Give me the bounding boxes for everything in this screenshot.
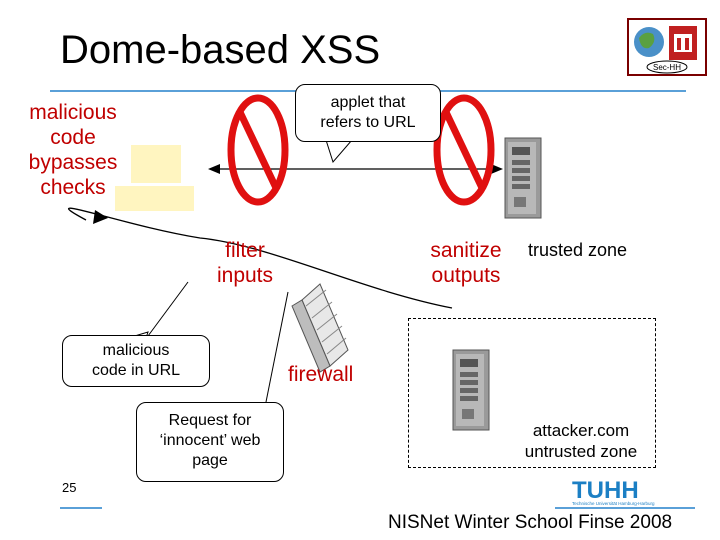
attacker-server-icon — [452, 349, 490, 431]
arrow-head-right — [491, 164, 503, 174]
filter-prohibition-icon — [227, 94, 289, 206]
tuhh-logo: TUHH Technische Universität Hamburg-Harb… — [572, 477, 655, 506]
svg-text:TUHH: TUHH — [572, 477, 639, 504]
applet-callout-tail — [325, 139, 354, 164]
slide-title: Dome-based XSS — [60, 28, 381, 72]
filter-pointer — [147, 281, 189, 337]
client-computer-icon — [115, 145, 194, 211]
footer-divider-right — [555, 507, 695, 509]
attacker-zone-label: attacker.com untrusted zone — [524, 421, 638, 461]
slide-number: 25 — [62, 480, 77, 495]
sec-hh-logo: Sec-HH — [627, 18, 707, 76]
untrusted-zone-box — [408, 318, 656, 468]
logo-text: Sec-HH — [653, 63, 681, 72]
sanitize-prohibition-icon — [433, 94, 495, 206]
footer-divider-left — [60, 507, 102, 509]
arrow-head-left — [208, 164, 220, 174]
firewall-pointer — [265, 291, 289, 403]
svg-text:Technische Universität Hamburg: Technische Universität Hamburg-Harburg — [572, 501, 655, 506]
request-callout: Request for ‘innocent’ web page — [136, 402, 284, 482]
sanitize-outputs-label: sanitize outputs — [430, 239, 502, 287]
firewall-label: firewall — [288, 363, 354, 386]
malicious-code-label: malicious code bypasses checks — [28, 101, 118, 199]
trusted-zone-label: trusted zone — [528, 240, 628, 260]
filter-inputs-label: filter inputs — [216, 239, 274, 287]
malicious-path-line — [68, 207, 453, 309]
trusted-server-icon — [504, 137, 542, 219]
footer-text: NISNet Winter School Finse 2008 — [388, 512, 673, 533]
firewall-icon — [291, 283, 349, 373]
applet-callout: applet that refers to URL — [295, 84, 441, 142]
malicious-path-arrowhead — [93, 210, 108, 224]
malicious-url-callout: malicious code in URL — [62, 335, 210, 387]
